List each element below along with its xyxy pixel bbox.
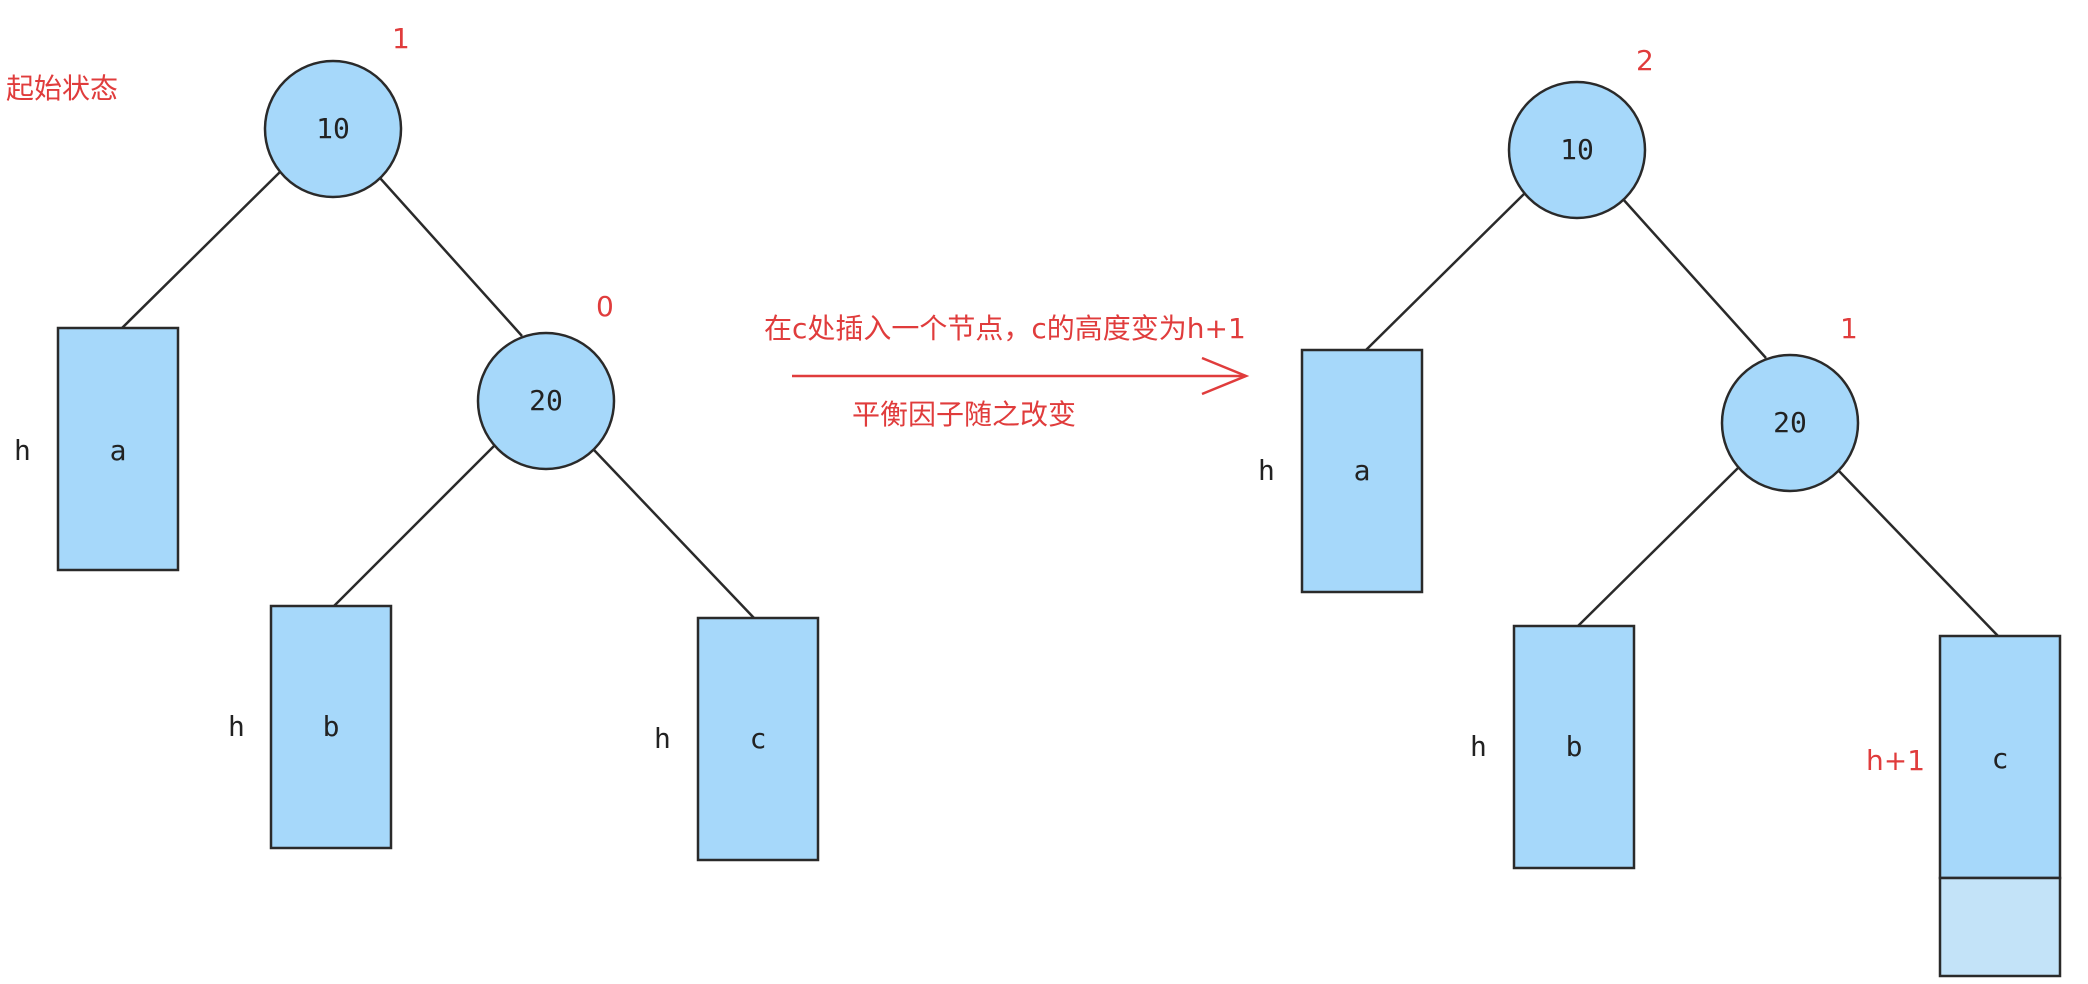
subtree-a-right-label: a [1354, 454, 1371, 487]
node-20-label: 20 [529, 384, 563, 417]
edge-10-a-right [1365, 191, 1527, 351]
left-tree: 起始状态 10 1 20 0 a h b h c h [6, 22, 820, 862]
subtree-c-height: h [654, 722, 671, 755]
edge-10-20 [379, 177, 523, 337]
transition-caption-line1: 在c处插入一个节点，c的高度变为h+1 [764, 312, 1246, 345]
edge-20-c [593, 449, 755, 619]
subtree-b-height: h [228, 710, 245, 743]
subtree-a-height: h [14, 434, 31, 467]
subtree-c-right-label: c [1992, 742, 2009, 775]
edge-20-b [333, 445, 495, 607]
node-10-right-label: 10 [1560, 133, 1594, 166]
node-10-right-balance: 2 [1636, 44, 1654, 77]
subtree-b-right [1512, 624, 1636, 870]
node-10 [263, 59, 403, 199]
node-20 [476, 331, 616, 471]
subtree-c-right [1938, 634, 2062, 880]
subtree-a-right [1300, 348, 1424, 594]
subtree-b-right-height: h [1470, 730, 1487, 763]
inserted-level-block [1938, 876, 2062, 978]
subtree-c-label: c [750, 722, 767, 755]
subtree-b-right-label: b [1566, 730, 1583, 763]
node-20-right-balance: 1 [1840, 312, 1858, 345]
right-tree: 10 2 20 1 a h b h c h+1 [1258, 44, 2062, 978]
subtree-a-right-height: h [1258, 454, 1275, 487]
node-10-balance: 1 [392, 22, 410, 55]
node-10-right [1507, 80, 1647, 220]
subtree-a [56, 326, 180, 572]
node-10-label: 10 [316, 112, 350, 145]
arrow-head-icon [1201, 356, 1250, 396]
transition-arrow: 在c处插入一个节点，c的高度变为h+1 平衡因子随之改变 [764, 312, 1250, 431]
start-state-label: 起始状态 [6, 72, 118, 105]
edge-10-a [121, 169, 283, 329]
node-20-right [1720, 353, 1860, 493]
node-20-balance: 0 [596, 290, 614, 323]
edge-10-20-right [1621, 197, 1767, 359]
edge-20-c-right [1837, 469, 1999, 637]
edge-20-b-right [1577, 467, 1739, 627]
subtree-c-right-height: h+1 [1866, 744, 1925, 777]
subtree-a-label: a [110, 434, 127, 467]
subtree-b [269, 604, 393, 850]
node-20-right-label: 20 [1773, 406, 1807, 439]
transition-caption-line2: 平衡因子随之改变 [852, 398, 1076, 431]
subtree-b-label: b [323, 710, 340, 743]
subtree-c [696, 616, 820, 862]
